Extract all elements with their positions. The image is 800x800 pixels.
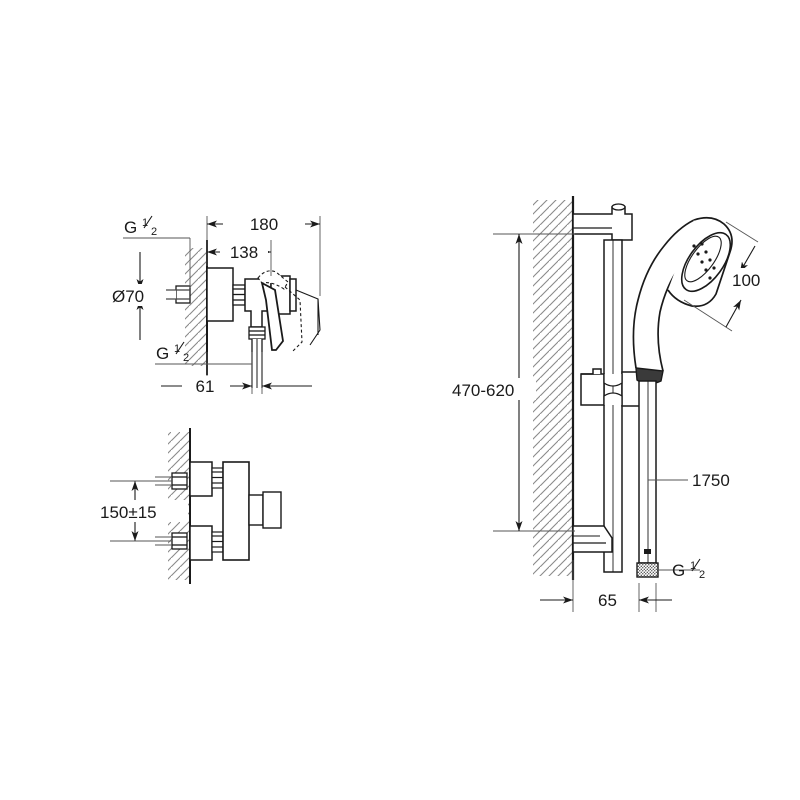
dimension-mixer-outlet-offset: 61 bbox=[161, 376, 312, 396]
thread-label-numerator-2: 1 bbox=[174, 343, 180, 355]
mixer-front-unions bbox=[211, 467, 224, 553]
dimension-label-150-15: 150±15 bbox=[100, 503, 157, 522]
dimension-rail-projection: 65 bbox=[540, 590, 672, 610]
mixer-lever-handle bbox=[257, 270, 321, 353]
dimension-mixer-overall-depth: 180 bbox=[207, 214, 320, 234]
dimension-label-470-620: 470-620 bbox=[452, 381, 514, 400]
thread-label-hose: G 1 2 bbox=[658, 558, 705, 581]
thread-label-g-2: G bbox=[156, 344, 169, 363]
dimension-hand-shower-head: 100 bbox=[683, 221, 780, 332]
dimension-label-61: 61 bbox=[196, 377, 215, 396]
dimension-inlet-centre-distance: 150±15 bbox=[96, 480, 188, 542]
hand-shower bbox=[632, 216, 733, 385]
view-mixer-side: 180 138 61 Ø70 G 1 bbox=[108, 214, 321, 396]
mixer-front-escutcheons bbox=[189, 461, 213, 561]
dimension-label-1750: 1750 bbox=[692, 471, 730, 490]
view-mixer-front: 150±15 bbox=[96, 428, 282, 584]
mixer-outlet bbox=[248, 326, 266, 388]
thread-label-denominator: 2 bbox=[151, 226, 157, 238]
mixer-escutcheon bbox=[206, 267, 234, 322]
rail-bracket-bottom bbox=[572, 525, 613, 553]
rail-bracket-top bbox=[572, 203, 633, 241]
rail-extension-lines bbox=[493, 233, 657, 612]
thread-label-numerator: 1 bbox=[142, 217, 148, 229]
dimension-label-138: 138 bbox=[230, 243, 258, 262]
dimension-hose-length: 1750 bbox=[648, 471, 730, 490]
dimension-mixer-inlet-spacing: Ø70 bbox=[108, 252, 190, 340]
view-rail-set: 470-620 100 1750 65 G 1 bbox=[450, 196, 780, 612]
thread-label-outlet-lower: G 1 2 bbox=[155, 341, 252, 365]
thread-label-inlet-upper: G 1 2 bbox=[123, 215, 191, 288]
shower-hose bbox=[636, 380, 659, 578]
wall-section-rail bbox=[533, 196, 575, 580]
mixer-front-inlet-nuts bbox=[155, 472, 188, 550]
dimension-label-65: 65 bbox=[598, 591, 617, 610]
mixer-front-body bbox=[222, 461, 282, 561]
dimension-label-180: 180 bbox=[250, 215, 278, 234]
thread-label-denominator-2: 2 bbox=[183, 352, 189, 364]
dimension-label-diameter-70: Ø70 bbox=[112, 287, 144, 306]
thread-label-g-3: G bbox=[672, 561, 685, 580]
dimension-rail-adjustable-height: 470-620 bbox=[450, 234, 536, 531]
dimension-label-100: 100 bbox=[732, 271, 760, 290]
mixer-union-nut bbox=[232, 284, 246, 306]
shower-rail bbox=[603, 239, 623, 573]
dimension-mixer-body-depth: 138 bbox=[207, 242, 271, 262]
thread-label-g: G bbox=[124, 218, 137, 237]
thread-label-numerator-3: 1 bbox=[690, 560, 696, 572]
thread-label-denominator-3: 2 bbox=[699, 569, 705, 581]
